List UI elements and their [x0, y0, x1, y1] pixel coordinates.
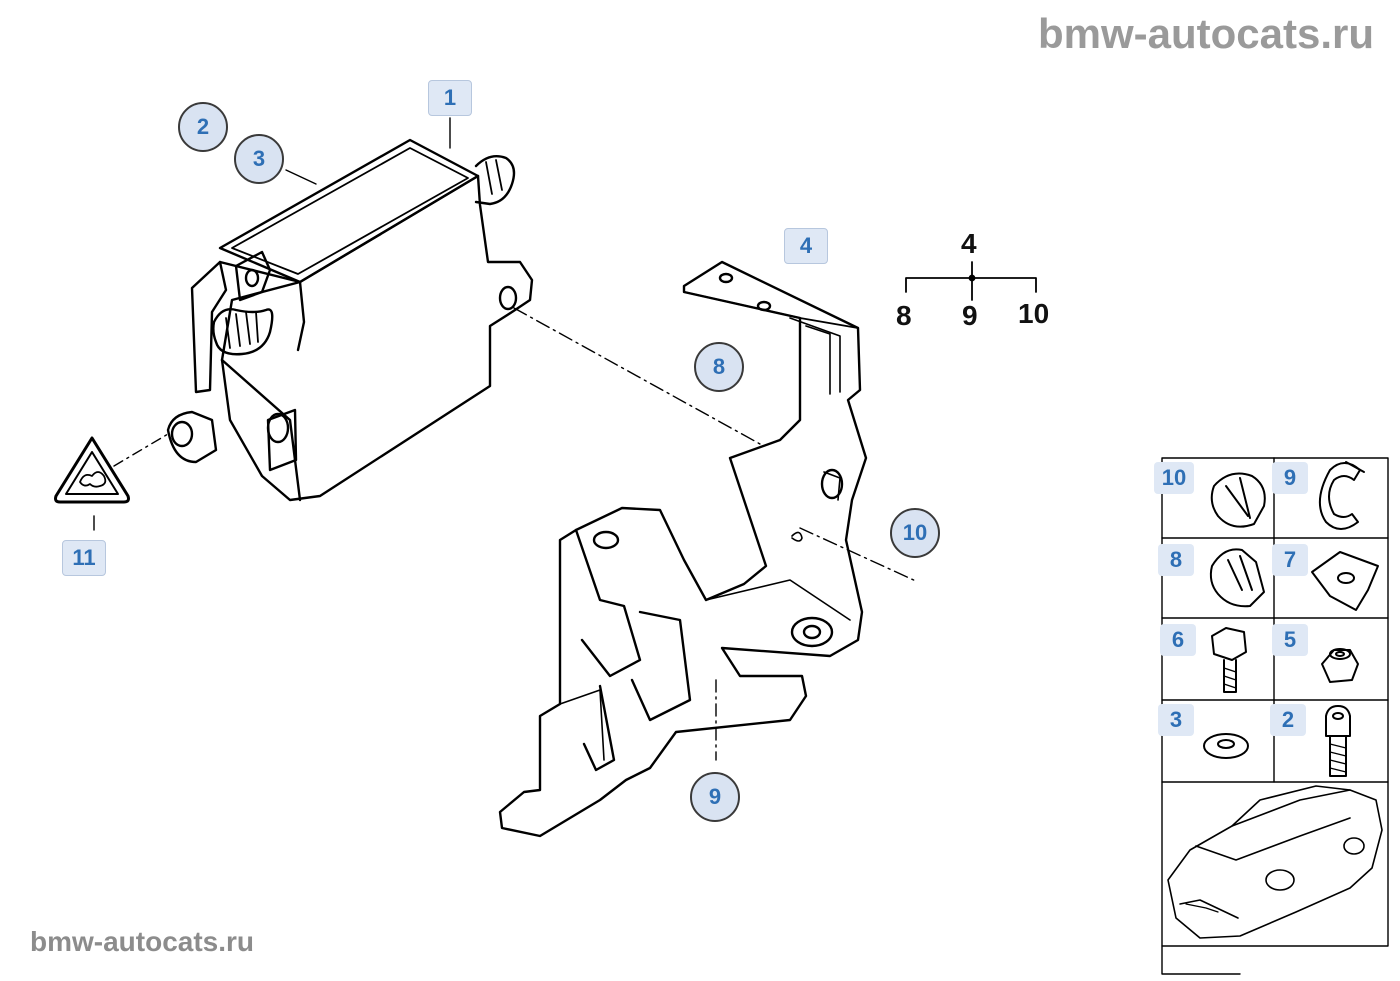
clip-9-icon	[1319, 461, 1365, 530]
callout-3[interactable]: 3	[234, 134, 284, 184]
callout-8[interactable]: 8	[694, 342, 744, 392]
callout-9[interactable]: 9	[690, 772, 740, 822]
callout-1[interactable]: 1	[428, 80, 472, 116]
tree-child-label-2: 9	[962, 300, 978, 331]
clip-nut-7-icon	[1311, 551, 1379, 611]
callout-10[interactable]: 10	[890, 508, 940, 558]
control-unit-drawing	[93, 117, 919, 761]
grid-label-7[interactable]: 7	[1272, 544, 1308, 576]
callout-11[interactable]: 11	[62, 540, 106, 576]
clip-10-icon	[1210, 472, 1266, 528]
bolt-2-icon	[1325, 705, 1351, 777]
grid-label-8[interactable]: 8	[1158, 544, 1194, 576]
assembly-tree	[905, 261, 1037, 301]
grid-label-2[interactable]: 2	[1270, 704, 1306, 736]
watermark-top: bmw-autocats.ru	[1037, 10, 1374, 57]
bracket-drawing	[498, 260, 868, 838]
nut-5-icon	[1321, 648, 1359, 683]
washer-3-icon	[1203, 733, 1249, 759]
callout-2[interactable]: 2	[178, 102, 228, 152]
car-icon	[1167, 785, 1383, 939]
bolt-6-icon	[1211, 627, 1247, 693]
tree-child-label-1: 8	[896, 300, 912, 331]
grid-label-3[interactable]: 3	[1158, 704, 1194, 736]
grid-label-6[interactable]: 6	[1160, 624, 1196, 656]
clip-8-icon	[1209, 548, 1265, 608]
callout-4[interactable]: 4	[784, 228, 828, 264]
grid-label-9[interactable]: 9	[1272, 462, 1308, 494]
grid-label-5[interactable]: 5	[1272, 624, 1308, 656]
tree-parent-label: 4	[961, 228, 977, 259]
warning-label-symbol	[54, 436, 130, 504]
tree-child-label-3: 10	[1018, 298, 1050, 329]
watermark-bottom: bmw-autocats.ru	[30, 926, 255, 957]
grid-label-10[interactable]: 10	[1154, 462, 1194, 494]
